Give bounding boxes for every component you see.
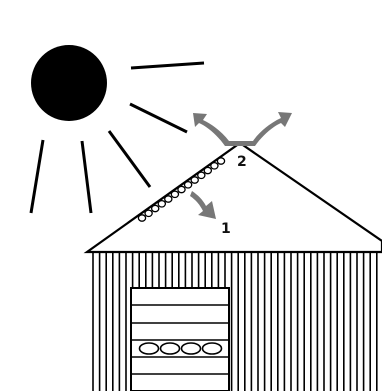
door-oval: [182, 343, 201, 354]
sun-icon: [31, 45, 107, 121]
door-oval: [203, 343, 222, 354]
door-oval: [161, 343, 180, 354]
collector-tube: [145, 210, 152, 216]
sun-ray: [109, 131, 150, 187]
collector-tube: [138, 215, 145, 221]
vent-label-2: 2: [237, 154, 247, 170]
sun-ray: [31, 140, 43, 213]
collector-tube: [171, 191, 178, 197]
collector-tube: [178, 186, 185, 192]
collector-tube: [165, 196, 172, 202]
collector-tube: [198, 172, 205, 178]
collector-tube: [204, 167, 211, 173]
collector-tube: [217, 158, 224, 164]
barn-door: [131, 288, 229, 391]
sun-ray: [82, 141, 91, 213]
arrow-label-1: 1: [221, 221, 231, 237]
collector-tube: [211, 163, 218, 169]
collector-tube: [158, 201, 165, 207]
sun-ray: [131, 63, 204, 68]
split-arrow-icon: [193, 112, 292, 146]
collector-tube: [185, 182, 192, 188]
door-oval: [140, 343, 159, 354]
sun-ray: [130, 104, 187, 132]
collector-tube: [152, 205, 159, 211]
collector-tube: [191, 177, 198, 183]
